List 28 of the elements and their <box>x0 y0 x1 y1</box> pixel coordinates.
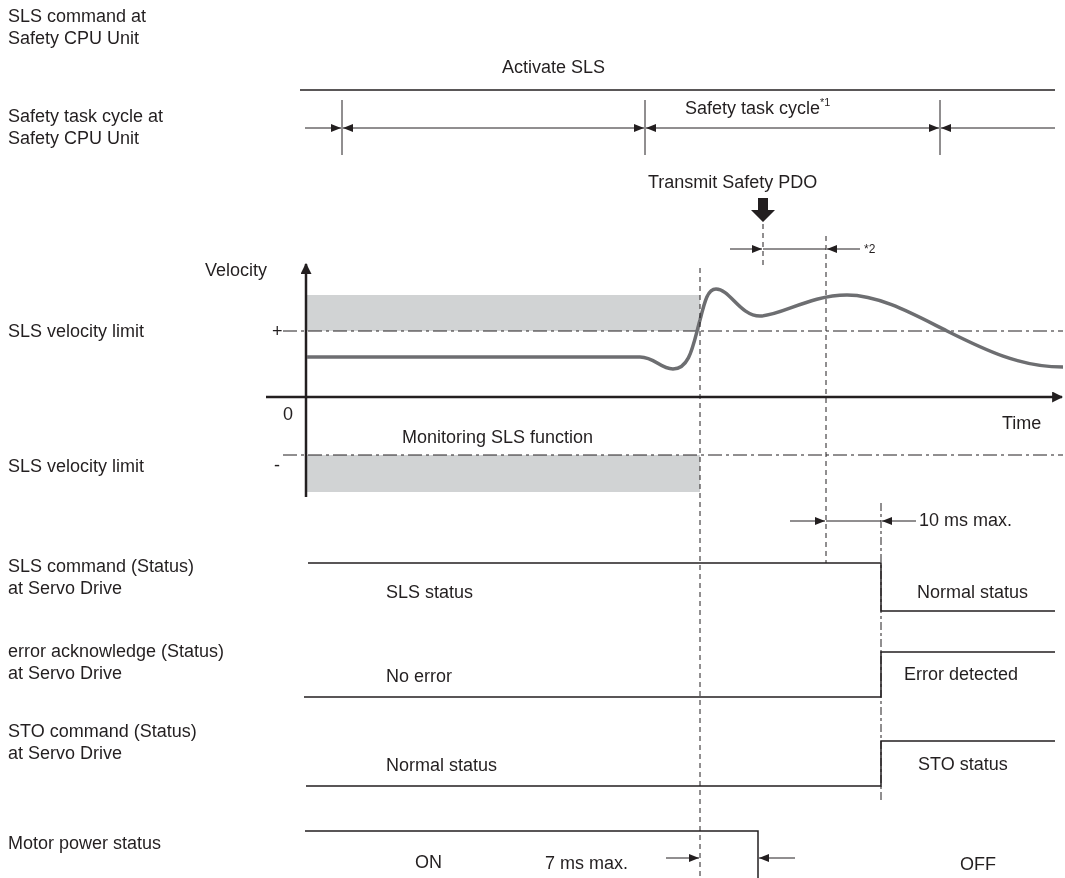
signal-name: error acknowledge (Status) at Servo Drive <box>8 641 226 685</box>
state-label: ON <box>415 852 442 874</box>
state-label: Error detected <box>904 664 1019 686</box>
limit-label: SLS velocity limit <box>8 456 145 478</box>
signal-name: Safety task cycle at Safety CPU Unit <box>8 106 165 150</box>
function-label: Monitoring SLS function <box>402 427 594 449</box>
state-label: Normal status <box>386 755 498 777</box>
state-label: SLS status <box>386 582 474 604</box>
state-label: OFF <box>960 854 996 876</box>
limit-label: SLS velocity limit <box>8 321 145 343</box>
state-label: No error <box>386 666 452 688</box>
axis-label: 0 <box>283 404 293 426</box>
state-label: Normal status <box>917 582 1029 604</box>
signal-name: SLS command at Safety CPU Unit <box>8 6 148 50</box>
footnote-mark: *2 <box>864 242 876 257</box>
sign-label: - <box>274 455 280 477</box>
axis-label: Time <box>1002 413 1042 435</box>
cycle-label: Safety task cycle$^{*1}$ <box>685 98 831 120</box>
signal-name: Motor power status <box>8 833 162 855</box>
state-label: Activate SLS <box>502 57 606 79</box>
signal-name: STO command (Status) at Servo Drive <box>8 721 198 765</box>
axis-label: Velocity <box>205 260 268 282</box>
timing-note: 7 ms max. <box>545 853 628 875</box>
signal-name: SLS command (Status) at Servo Drive <box>8 556 196 600</box>
event-label: Transmit Safety PDO <box>648 172 818 194</box>
timing-note: 10 ms max. <box>919 510 1013 532</box>
state-label: STO status <box>918 754 1008 776</box>
sign-label: + <box>272 321 283 343</box>
